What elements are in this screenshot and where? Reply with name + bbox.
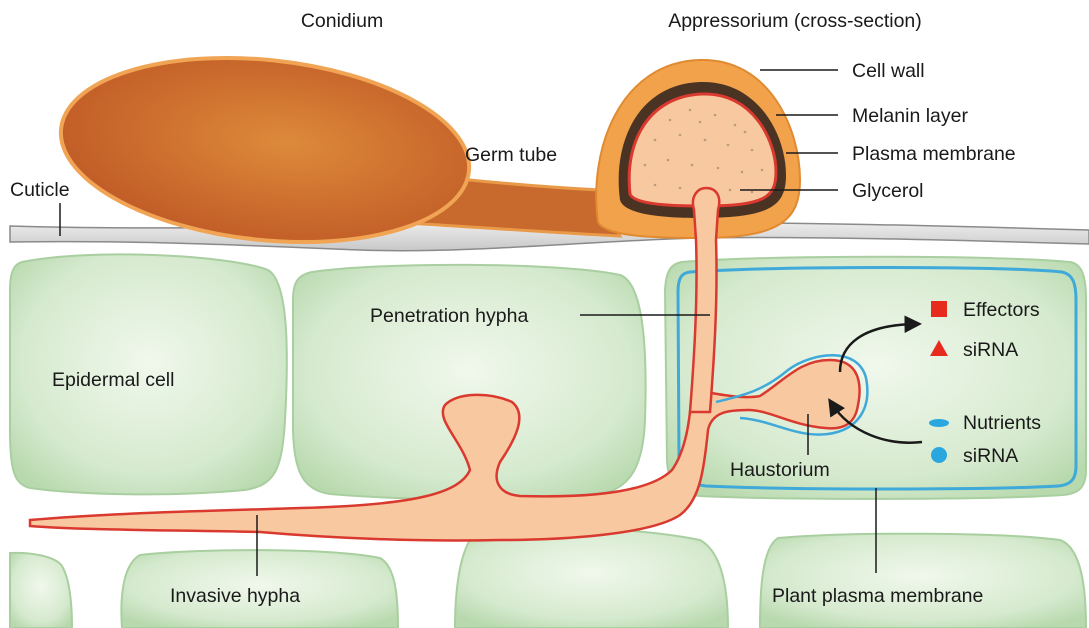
legend-sirna-plant-label: siRNA bbox=[963, 445, 1018, 467]
glycerol-label: Glycerol bbox=[852, 180, 924, 202]
melanin-layer-label: Melanin layer bbox=[852, 105, 968, 127]
legend-sirna-fungal-label: siRNA bbox=[963, 339, 1018, 361]
germ-tube-label: Germ tube bbox=[465, 144, 557, 166]
plant-plasma-membrane-label: Plant plasma membrane bbox=[772, 585, 983, 607]
lower-cell-3 bbox=[455, 527, 728, 628]
plasma-membrane-label: Plasma membrane bbox=[852, 143, 1016, 165]
legend-effectors-label: Effectors bbox=[963, 299, 1040, 321]
sirna-circle-icon bbox=[931, 447, 947, 463]
epidermal-cells bbox=[10, 254, 1086, 628]
cuticle-label: Cuticle bbox=[10, 179, 70, 201]
legend-nutrients-label: Nutrients bbox=[963, 412, 1041, 434]
effector-square-icon bbox=[931, 301, 947, 317]
penetration-hypha-label: Penetration hypha bbox=[370, 305, 528, 327]
haustorium-label: Haustorium bbox=[730, 459, 830, 481]
nutrient-ellipse-icon bbox=[929, 419, 949, 427]
invasive-hypha-label: Invasive hypha bbox=[170, 585, 300, 607]
appressorium-label: Appressorium (cross-section) bbox=[668, 10, 922, 32]
epidermal-cell-label: Epidermal cell bbox=[52, 369, 174, 391]
lower-cell-4 bbox=[760, 534, 1086, 628]
cell-wall-label: Cell wall bbox=[852, 60, 925, 82]
conidium-label: Conidium bbox=[301, 10, 383, 32]
epidermal-cell-right bbox=[665, 257, 1086, 499]
lower-cell-1 bbox=[10, 553, 72, 628]
